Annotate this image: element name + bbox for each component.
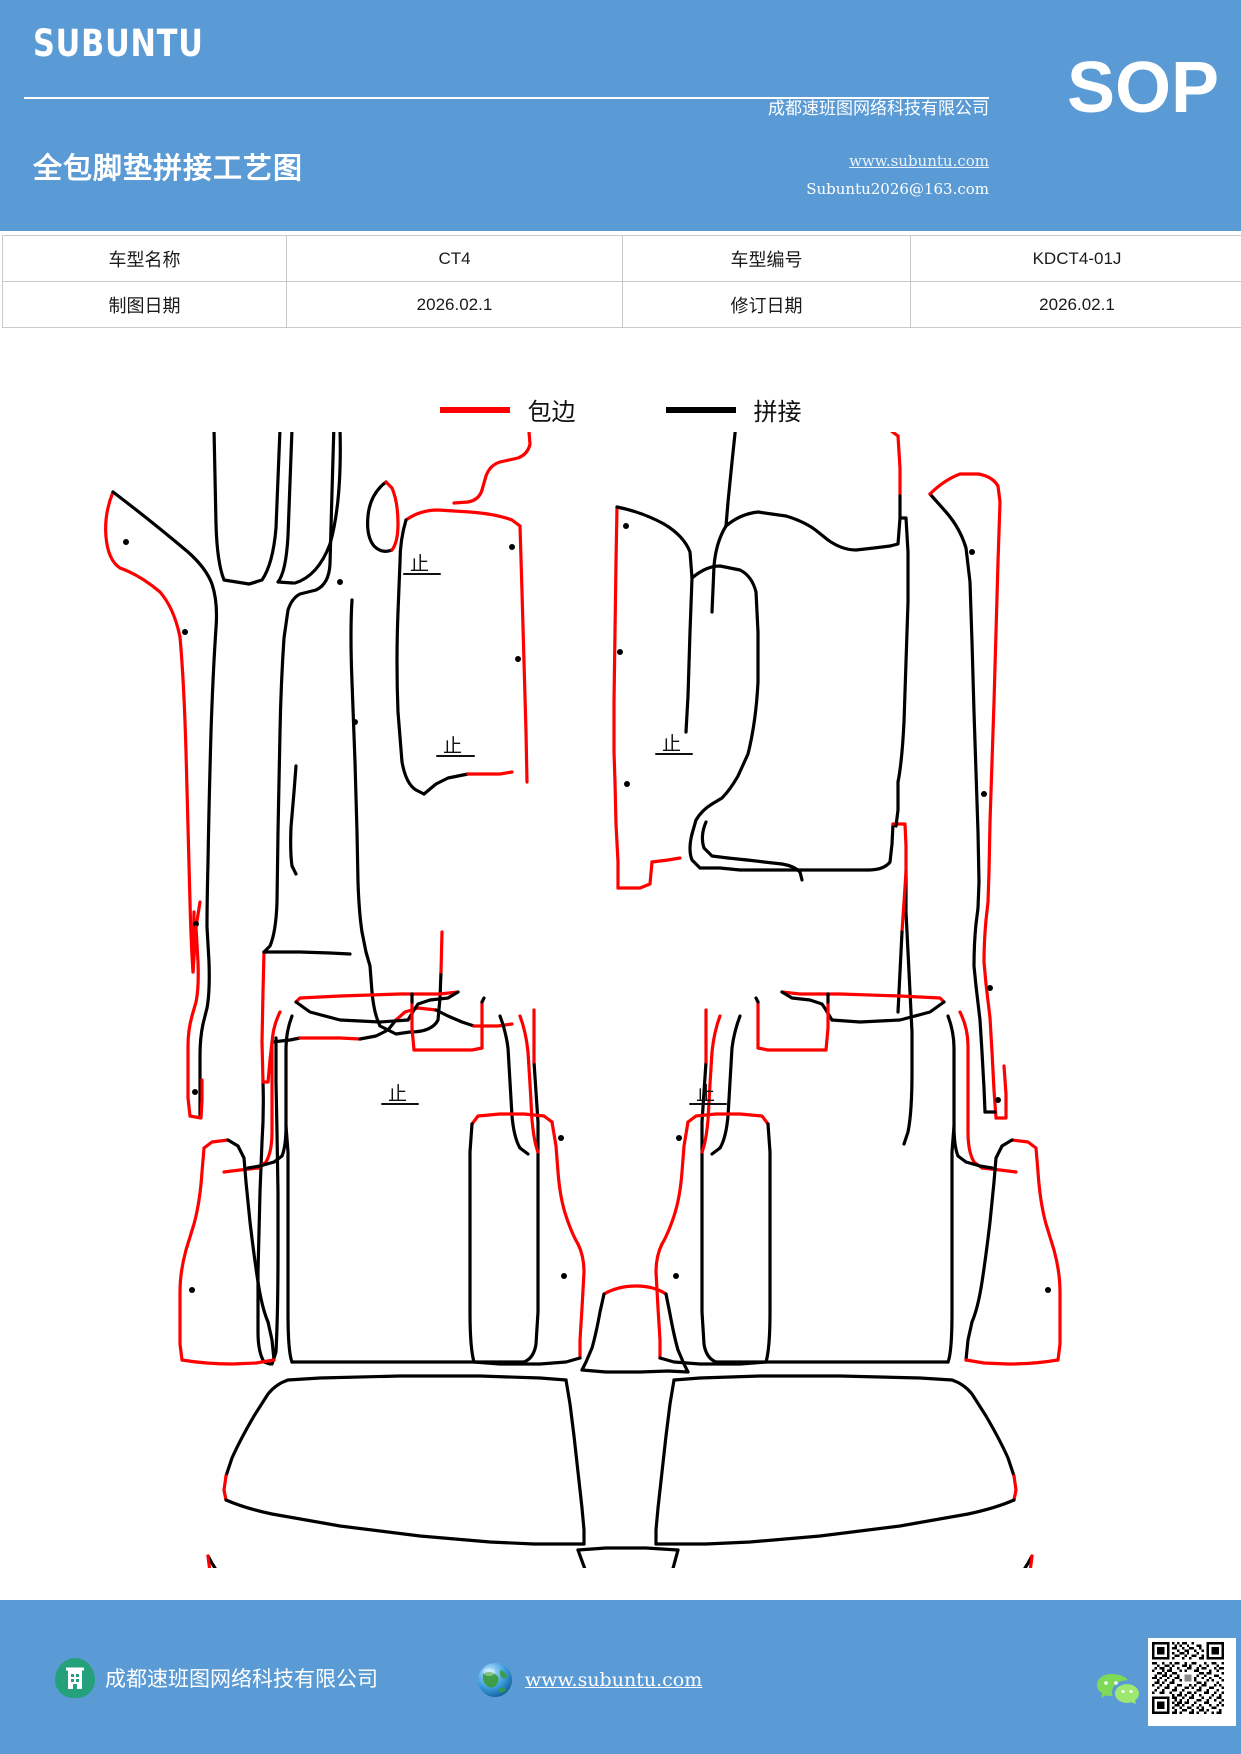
mat-piece-rear-left-wing bbox=[178, 1138, 276, 1366]
footer-company: 成都速班图网络科技有限公司 bbox=[55, 1658, 378, 1698]
model-name-label: 车型名称 bbox=[2, 235, 287, 282]
model-code-value: KDCT4-01J bbox=[910, 235, 1241, 282]
wechat-icon bbox=[1095, 1672, 1141, 1708]
revision-date-label: 修订日期 bbox=[622, 281, 911, 328]
mat-piece-left-heel-pad bbox=[366, 480, 400, 553]
mat-piece-left-pedal-strips bbox=[212, 432, 342, 586]
black-line-swatch-icon bbox=[665, 406, 736, 413]
footer-company-name: 成都速班图网络科技有限公司 bbox=[105, 1667, 378, 1691]
stop-mark: 止 bbox=[403, 553, 441, 575]
mat-piece-left-long-tail bbox=[186, 925, 211, 1120]
mat-piece-rear-right-backrest bbox=[754, 990, 946, 1052]
brand-logo: SUBUNTU bbox=[33, 22, 204, 65]
footer-website[interactable]: www.subuntu.com bbox=[475, 1660, 702, 1700]
stop-mark: 止 bbox=[689, 1083, 727, 1105]
page-footer: 成都速班图网络科技有限公司 www.subuntu.com bbox=[0, 1600, 1241, 1754]
draw-date-value: 2026.02.1 bbox=[286, 281, 623, 328]
mat-piece-left-inner-panel bbox=[395, 508, 529, 796]
stop-mark: 止 bbox=[381, 1083, 419, 1105]
mat-piece-right-blade-inner bbox=[700, 820, 804, 882]
mat-piece-rear-right-floor bbox=[654, 1374, 1018, 1546]
mat-piece-rear-left-body bbox=[222, 1008, 540, 1364]
table-row: 制图日期 2026.02.1 修订日期 2026.02.1 bbox=[2, 281, 1241, 328]
mat-piece-right-blade bbox=[688, 564, 762, 872]
mat-piece-rear-right-wedge bbox=[1023, 1554, 1034, 1568]
document-title: 全包脚垫拼接工艺图 bbox=[33, 151, 304, 185]
mat-piece-left-step bbox=[261, 764, 514, 1084]
svg-text:止: 止 bbox=[410, 553, 429, 575]
header-website-link[interactable]: www.subuntu.com bbox=[849, 152, 989, 170]
mat-piece-rear-left-inner bbox=[468, 1112, 586, 1366]
model-name-value: CT4 bbox=[286, 235, 623, 282]
mat-piece-rear-left-wedge bbox=[206, 1554, 217, 1568]
svg-text:止: 止 bbox=[443, 735, 462, 757]
svg-text:止: 止 bbox=[388, 1083, 407, 1105]
stop-mark: 止 bbox=[436, 735, 475, 757]
qr-code bbox=[1148, 1638, 1236, 1726]
mat-piece-left-center-hump bbox=[349, 598, 444, 1036]
sop-badge: SOP bbox=[1066, 48, 1219, 128]
vehicle-info-table: 车型名称 CT4 车型编号 KDCT4-01J 制图日期 2026.02.1 修… bbox=[2, 235, 1241, 328]
legend-label-splice: 拼接 bbox=[753, 398, 802, 426]
building-icon bbox=[55, 1658, 95, 1698]
header-company-name: 成都速班图网络科技有限公司 bbox=[768, 99, 989, 119]
stop-mark: 止 bbox=[655, 733, 693, 755]
mat-piece-left-front-main bbox=[257, 432, 532, 1234]
mat-piece-rear-left-backrest bbox=[294, 990, 486, 1052]
mat-piece-right-sill bbox=[612, 505, 694, 890]
table-row: 车型名称 CT4 车型编号 KDCT4-01J bbox=[2, 235, 1241, 282]
mat-piece-rear-right-body bbox=[700, 1008, 1018, 1364]
revision-date-value: 2026.02.1 bbox=[910, 281, 1241, 328]
red-line-swatch-icon bbox=[439, 406, 510, 413]
page-header: SUBUNTU 全包脚垫拼接工艺图 成都速班图网络科技有限公司 www.subu… bbox=[0, 0, 1241, 231]
header-divider bbox=[24, 97, 989, 99]
mat-piece-right-main-panel bbox=[758, 780, 910, 954]
mat-piece-right-front-main bbox=[710, 432, 910, 784]
drawing-legend: 包边 拼接 bbox=[0, 392, 1241, 432]
mat-piece-rear-left-floor bbox=[222, 1374, 586, 1546]
floor-mat-pattern-svg: 止 止 止 bbox=[104, 432, 1062, 1568]
mat-piece-right-lower-ext bbox=[896, 870, 914, 1146]
header-email: Subuntu2026@163.com bbox=[806, 180, 989, 198]
mat-piece-center-tunnel-lower bbox=[576, 1546, 680, 1568]
footer-website-link[interactable]: www.subuntu.com bbox=[525, 1669, 703, 1691]
globe-icon bbox=[475, 1660, 515, 1700]
mat-piece-right-outer-sill bbox=[928, 472, 1008, 1120]
model-code-label: 车型编号 bbox=[622, 235, 911, 282]
mat-piece-rear-right-wing bbox=[964, 1138, 1062, 1366]
legend-label-edging: 包边 bbox=[527, 398, 576, 426]
draw-date-label: 制图日期 bbox=[2, 281, 287, 328]
mat-piece-center-tunnel-upper bbox=[580, 1284, 690, 1374]
svg-text:止: 止 bbox=[662, 733, 681, 755]
mat-piece-rear-right-inner bbox=[654, 1112, 772, 1366]
mat-piece-left-sill bbox=[104, 490, 219, 974]
legend-item-splice: 拼接 bbox=[665, 392, 802, 427]
legend-item-edging: 包边 bbox=[439, 392, 576, 427]
technical-drawing: 止 止 止 bbox=[0, 432, 1241, 1568]
svg-text:止: 止 bbox=[696, 1083, 715, 1105]
